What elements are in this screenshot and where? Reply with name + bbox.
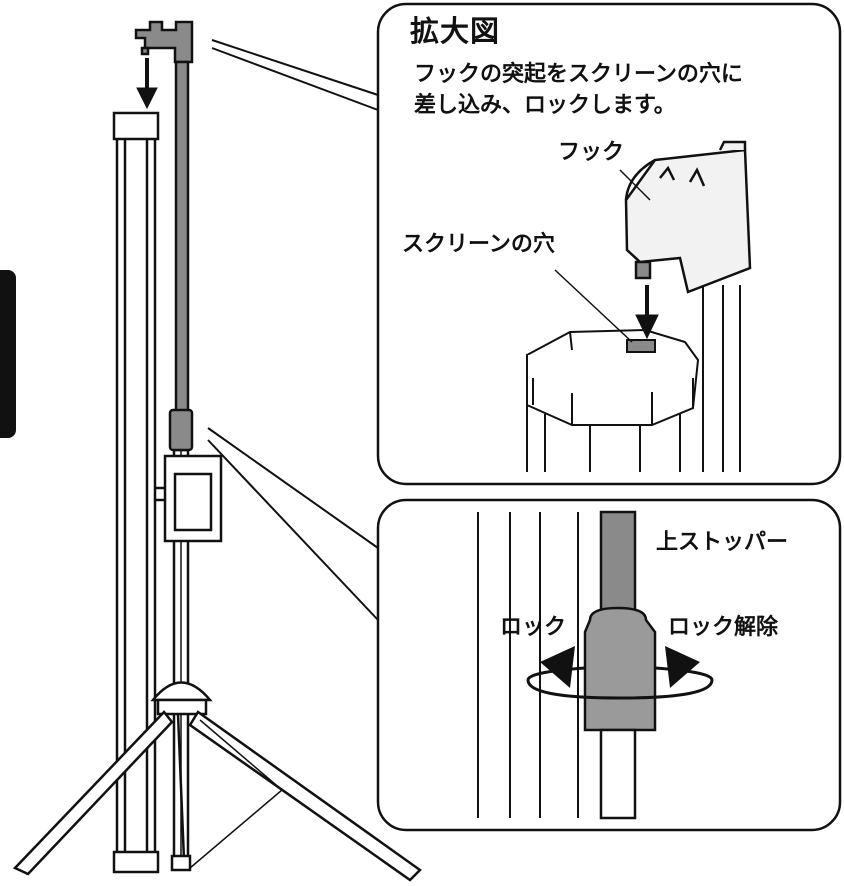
detail-hook <box>624 140 752 294</box>
detail-title: 拡大図 <box>410 14 501 48</box>
tripod-leg-left <box>12 710 174 876</box>
detail-instruction-line-1: フックの突起をスクリーンの穴に <box>414 62 743 87</box>
upper-stopper <box>583 606 657 732</box>
insert-arrow-detail <box>635 285 659 340</box>
callout-leaders <box>207 39 379 621</box>
insert-arrow-left <box>136 58 158 110</box>
rotation-arrows <box>526 666 714 700</box>
tripod-hub <box>150 681 213 702</box>
pole-stopper <box>168 408 194 452</box>
screen-hole-label: スクリーンの穴 <box>402 232 555 257</box>
tripod-stand <box>12 20 422 882</box>
side-tab <box>0 270 16 687</box>
stopper-detail <box>477 510 657 820</box>
upper-stopper-label: 上ストッパー <box>656 530 789 555</box>
tripod-leg-back <box>176 713 186 861</box>
unlock-label: ロック解除 <box>668 615 779 640</box>
hook-label: フック <box>558 140 625 165</box>
top-hook <box>134 20 194 64</box>
screen-case-top-cap <box>112 111 160 141</box>
detail-instruction-line-2: 差し込み、ロックします。 <box>414 93 676 118</box>
tripod-leg-right <box>188 710 422 882</box>
detail-screen-case <box>525 285 741 472</box>
screen-case-bottom-cap <box>112 850 160 874</box>
rotation-arrowheads <box>540 646 700 688</box>
side-tab-dot <box>4 678 13 687</box>
screen-hole <box>626 339 656 353</box>
detail-box-top <box>376 2 842 486</box>
lock-label: ロック <box>500 615 567 640</box>
pole-upper <box>174 60 190 414</box>
